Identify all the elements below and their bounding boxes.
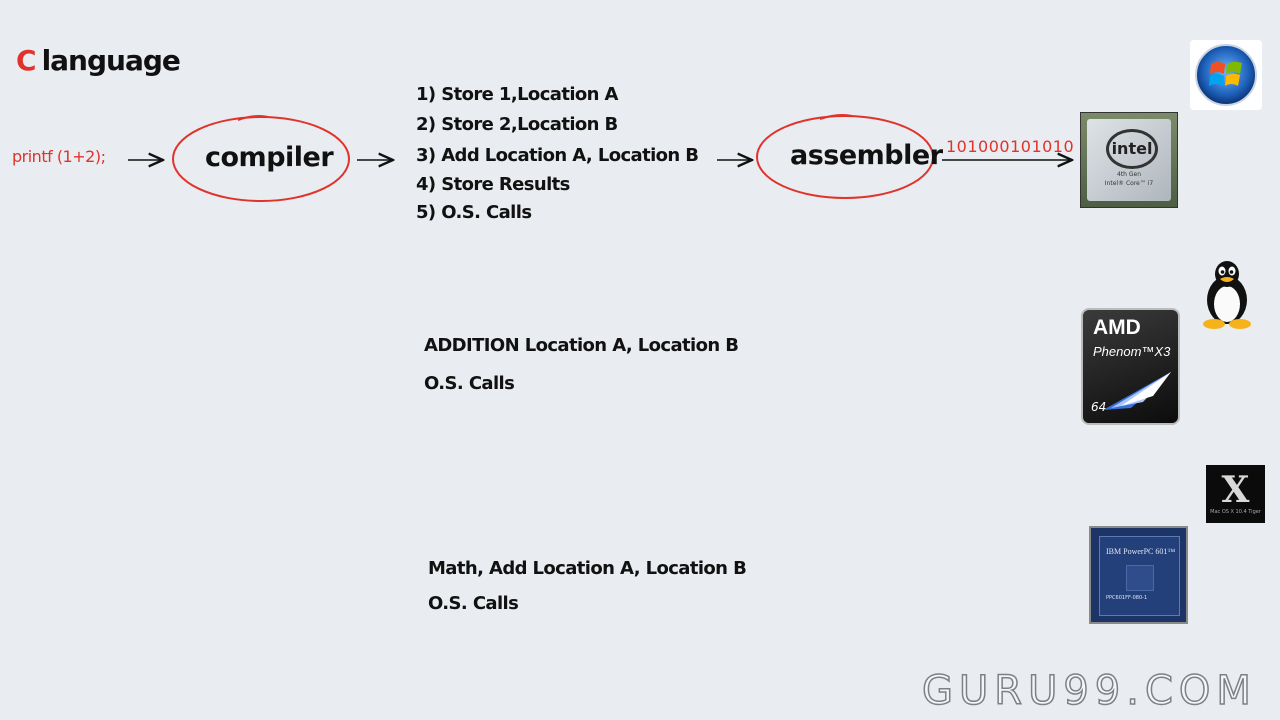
intel-chip-icon: intel 4th Gen Intel® Core™ i7 xyxy=(1080,112,1178,208)
step-3: 3) Add Location A, Location B xyxy=(416,145,699,166)
intel-gen: 4th Gen xyxy=(1116,171,1142,178)
amd-model: Phenom™X3 xyxy=(1093,344,1171,359)
step-2: 2) Store 2,Location B xyxy=(416,114,618,135)
step-5: 5) O.S. Calls xyxy=(416,202,532,223)
binary-output: 101000101010 xyxy=(946,137,1075,156)
windows-logo-icon xyxy=(1190,40,1262,110)
osx-mark: X xyxy=(1221,469,1250,511)
ibm-brand: IBM xyxy=(1106,547,1122,556)
ibm-part: PPC601FF-080-1 xyxy=(1106,595,1148,601)
step-1: 1) Store 1,Location A xyxy=(416,84,618,105)
powerpc-os-calls: O.S. Calls xyxy=(428,593,519,614)
amd-chip-icon: AMD Phenom™X3 64 xyxy=(1081,308,1180,425)
source-code: printf (1+2); xyxy=(12,147,106,166)
ibm-die xyxy=(1126,565,1154,591)
linux-tux-icon xyxy=(1196,256,1258,330)
intel-model: Intel® Core™ i7 xyxy=(1104,180,1154,187)
assembler-label: assembler xyxy=(790,140,943,171)
ibm-powerpc-chip-icon: IBM PowerPC 601™ PPC601FF-080-1 xyxy=(1089,526,1188,624)
amd-bits: 64 xyxy=(1091,400,1107,414)
amd-os-calls: O.S. Calls xyxy=(424,373,515,394)
title-language: language xyxy=(41,44,181,77)
mac-osx-icon: X Mac OS X 10.4 Tiger xyxy=(1206,465,1265,523)
watermark: GURU99.COM xyxy=(921,667,1257,715)
amd-instruction: ADDITION Location A, Location B xyxy=(424,335,739,356)
ibm-model: PowerPC 601™ xyxy=(1123,547,1176,556)
intel-brand: intel xyxy=(1106,129,1158,169)
compiler-label: compiler xyxy=(205,142,334,173)
osx-caption: Mac OS X 10.4 Tiger xyxy=(1210,509,1261,515)
step-4: 4) Store Results xyxy=(416,174,570,195)
powerpc-instruction: Math, Add Location A, Location B xyxy=(428,558,747,579)
title-c: C xyxy=(16,44,37,77)
amd-brand: AMD xyxy=(1093,316,1141,339)
